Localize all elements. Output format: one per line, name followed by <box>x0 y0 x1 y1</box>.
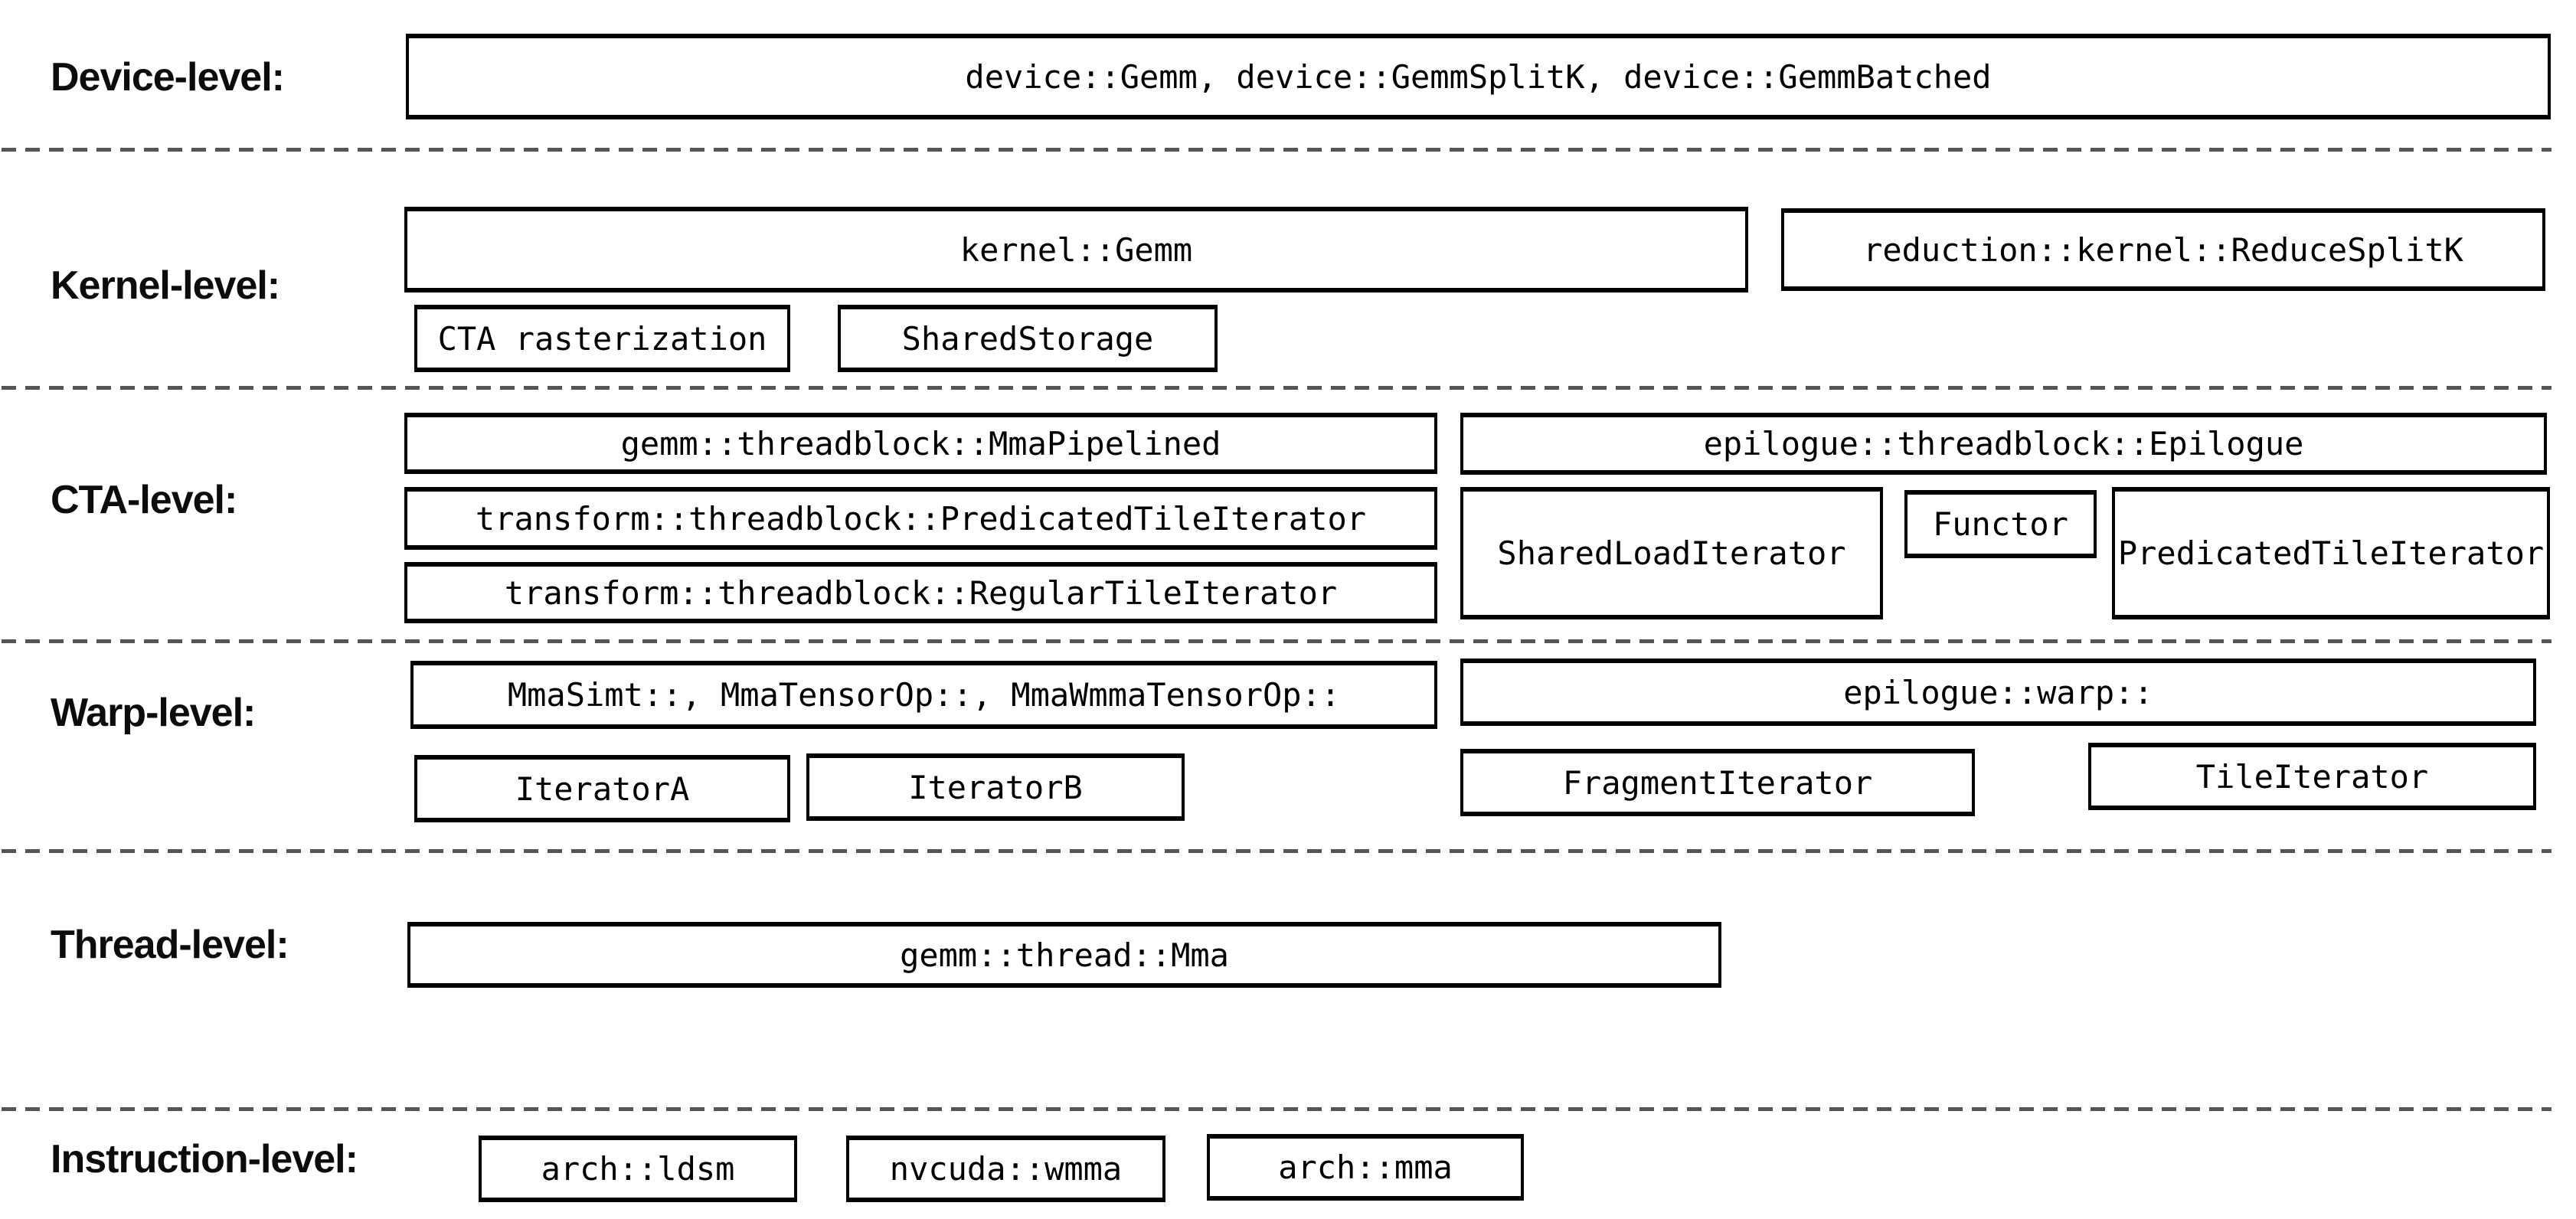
level-separator-5 <box>2 1107 2551 1111</box>
box-reduction-reduce-splitk: reduction::kernel::ReduceSplitK <box>1781 208 2545 291</box>
box-threadblock-epilogue: epilogue::threadblock::Epilogue <box>1460 413 2547 475</box>
box-arch-mma: arch::mma <box>1207 1134 1524 1201</box>
box-iterator-a: IteratorA <box>414 755 790 822</box>
box-thread-mma: gemm::thread::Mma <box>407 922 1721 988</box>
box-iterator-b: IteratorB <box>806 753 1185 821</box>
level-label-cta: CTA-level: <box>51 478 237 522</box>
box-functor: Functor <box>1904 490 2097 558</box>
box-threadblock-regular-tile-iterator: transform::threadblock::RegularTileItera… <box>404 562 1437 623</box>
level-separator-3 <box>2 639 2551 643</box>
box-arch-ldsm: arch::ldsm <box>479 1136 797 1202</box>
box-shared-load-iterator: SharedLoadIterator <box>1460 487 1883 619</box>
box-threadblock-predicated-tile-iterator: transform::threadblock::PredicatedTileIt… <box>404 487 1437 550</box>
box-threadblock-mma-pipelined: gemm::threadblock::MmaPipelined <box>404 413 1437 474</box>
box-epilogue-predicated-tile-iterator: PredicatedTileIterator <box>2112 487 2550 619</box>
box-tile-iterator: TileIterator <box>2088 743 2536 810</box>
box-nvcuda-wmma: nvcuda::wmma <box>846 1136 1165 1202</box>
level-separator-4 <box>2 849 2551 853</box>
box-cta-rasterization: CTA rasterization <box>414 305 790 372</box>
level-label-instruction: Instruction-level: <box>51 1137 358 1181</box>
box-shared-storage: SharedStorage <box>838 305 1218 372</box>
level-separator-2 <box>2 386 2551 390</box>
level-separator-1 <box>2 148 2551 152</box>
box-warp-mma-variants: MmaSimt::, MmaTensorOp::, MmaWmmaTensorO… <box>410 661 1437 729</box>
box-epilogue-warp: epilogue::warp:: <box>1460 659 2536 726</box>
level-label-thread: Thread-level: <box>51 923 289 967</box>
level-label-kernel: Kernel-level: <box>51 263 280 308</box>
box-kernel-gemm: kernel::Gemm <box>404 207 1748 292</box>
level-label-device: Device-level: <box>51 55 285 100</box>
box-device-gemm-variants: device::Gemm, device::GemmSplitK, device… <box>406 34 2551 119</box>
box-fragment-iterator: FragmentIterator <box>1460 749 1975 816</box>
level-label-warp: Warp-level: <box>51 691 256 735</box>
